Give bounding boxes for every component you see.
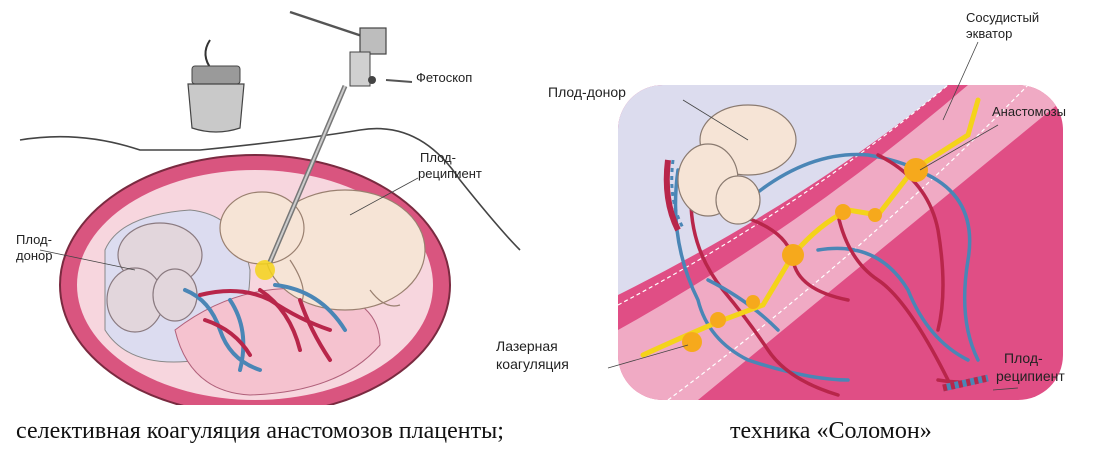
ultrasound-probe: [188, 40, 244, 132]
donor-label-line2: донор: [16, 248, 52, 264]
solomon-drawing: [548, 0, 1097, 405]
anastomoses-label: Анастомозы: [992, 104, 1066, 120]
donor-label: Плод-донор: [548, 84, 626, 100]
recipient-label-line2: реципиент: [418, 166, 482, 182]
solomon-technique-illustration: Плод-донор Сосудистый экватор Анастомозы…: [548, 0, 1097, 405]
laser-label-line2: коагуляция: [496, 356, 569, 372]
fetoscopy-illustration: Фетоскоп Плод- реципиент Плод- донор: [0, 0, 540, 405]
recipient-label-line2: реципиент: [996, 368, 1065, 384]
left-caption: селективная коагуляция анастомозов плаце…: [16, 418, 504, 445]
laser-label-line1: Лазерная: [496, 338, 558, 354]
fetoscopy-drawing: [0, 0, 540, 405]
equator-label-line2: экватор: [966, 26, 1012, 42]
equator-label-line1: Сосудистый: [966, 10, 1039, 26]
fetoscope-label: Фетоскоп: [416, 70, 472, 86]
laser-spot: [255, 260, 275, 280]
recipient-label-line1: Плод-: [1004, 350, 1043, 366]
donor-label-line1: Плод-: [16, 232, 52, 248]
right-caption: техника «Соломон»: [730, 418, 932, 445]
recipient-label-line1: Плод-: [420, 150, 456, 166]
